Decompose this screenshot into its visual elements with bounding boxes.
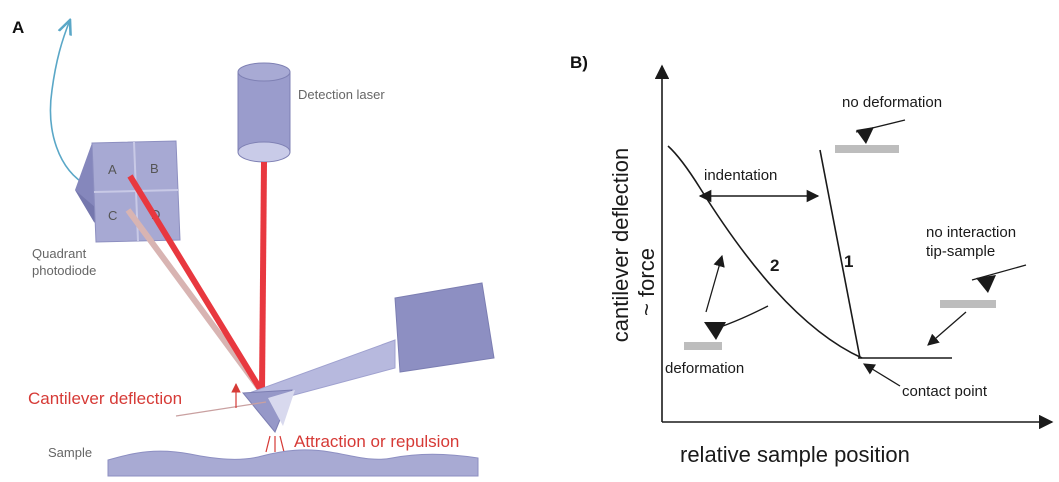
detection-laser-label: Detection laser xyxy=(298,87,385,102)
photodiode-label-line1: Quadrant xyxy=(32,246,87,261)
curve-1-line xyxy=(819,149,861,359)
deflection-reference-line xyxy=(175,401,267,417)
tip-interaction-marks xyxy=(265,435,285,453)
cantilever-chip xyxy=(250,282,495,403)
sample-label: Sample xyxy=(48,445,92,460)
indentation-label: indentation xyxy=(704,167,777,184)
sample-surface xyxy=(107,449,479,477)
y-axis-label-line2: ~ force xyxy=(634,248,659,316)
cantilever-deflection-label: Cantilever deflection xyxy=(28,389,182,408)
reflected-laser-beam xyxy=(127,174,265,394)
no-interaction-label-line1: no interaction xyxy=(926,224,1016,241)
deformation-icon xyxy=(684,305,769,350)
detection-laser-housing xyxy=(237,62,291,163)
deformation-label: deformation xyxy=(665,360,744,377)
quadrant-a-label: A xyxy=(108,162,117,177)
no-interaction-icon xyxy=(940,264,1027,308)
deformation-arrow xyxy=(705,254,725,313)
no-deformation-label: no deformation xyxy=(842,94,942,111)
panel-b: B) cantilever deflection ~ force relativ… xyxy=(570,53,1054,467)
attraction-repulsion-label: Attraction or repulsion xyxy=(294,432,459,451)
contact-point-label: contact point xyxy=(902,383,988,400)
x-axis-label: relative sample position xyxy=(680,442,910,467)
panel-b-letter: B) xyxy=(570,53,588,72)
curve-1-label: 1 xyxy=(844,252,853,271)
no-interaction-arrow xyxy=(927,311,967,346)
curve-2-line xyxy=(667,145,863,359)
quadrant-b-label: B xyxy=(150,161,159,176)
y-axis-label-line1: cantilever deflection xyxy=(608,148,633,342)
reflected-beam-secondary xyxy=(125,208,265,394)
incident-laser-beam xyxy=(259,161,267,393)
panel-a-letter: A xyxy=(12,18,24,37)
panel-a: A Detection laser A B C D Quadrant photo… xyxy=(12,18,495,477)
signal-cable xyxy=(49,20,89,187)
cantilever-tip-deflected xyxy=(268,390,295,426)
photodiode-label-line2: photodiode xyxy=(32,263,96,278)
curve-2-label: 2 xyxy=(770,256,779,275)
contact-point-arrow xyxy=(863,363,901,387)
quadrant-c-label: C xyxy=(108,208,117,223)
no-interaction-label-line2: tip-sample xyxy=(926,243,995,260)
no-deformation-icon xyxy=(835,119,906,153)
